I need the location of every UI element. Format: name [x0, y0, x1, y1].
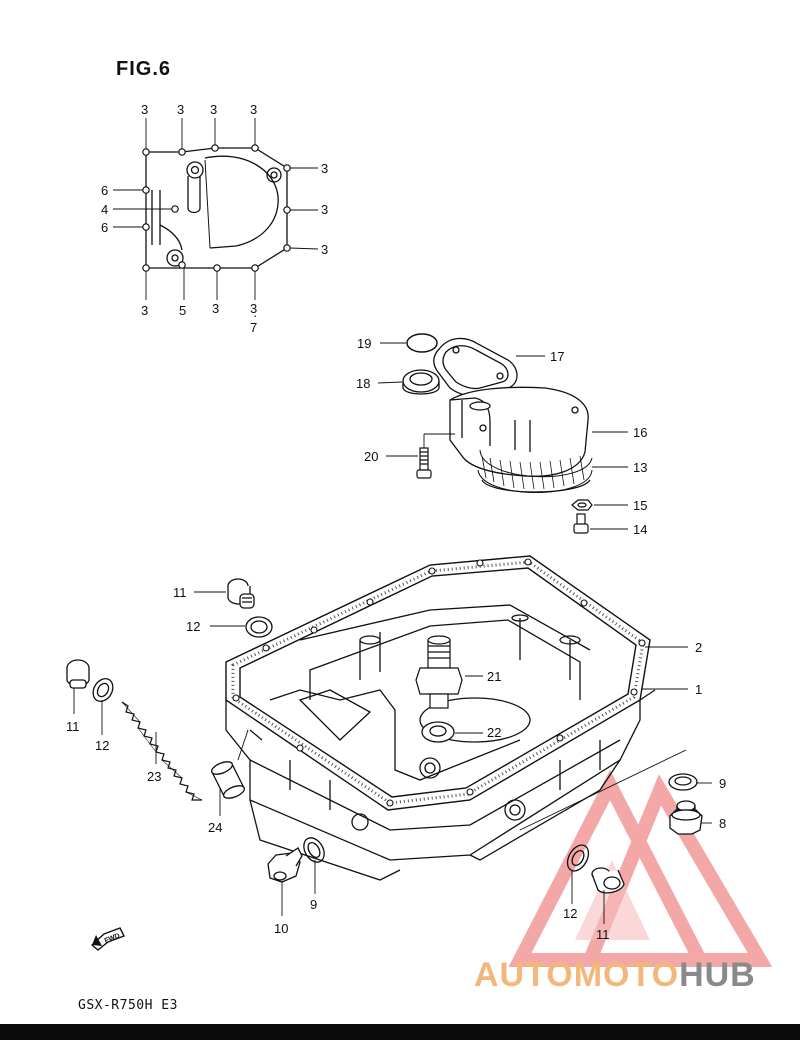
callout-19: 19 — [357, 336, 371, 351]
callout-14: 14 — [633, 522, 647, 537]
callout-23: 23 — [147, 769, 161, 784]
callout-3: 3 — [141, 303, 148, 318]
callout-3: 3 — [321, 202, 328, 217]
watermark-logo — [508, 769, 773, 967]
spring-23 — [121, 701, 203, 801]
callout-18: 18 — [356, 376, 370, 391]
plug-11-left — [66, 659, 90, 689]
crankcase-cover — [145, 147, 288, 269]
callout-1: 1 — [695, 682, 702, 697]
callout-20: 20 — [364, 449, 378, 464]
callout-3: 3 — [177, 102, 184, 117]
bottom-bar — [0, 1024, 800, 1040]
oil-strainer-16 — [449, 386, 589, 477]
callout-13: 13 — [633, 460, 647, 475]
drain-plug-8 — [669, 800, 703, 835]
pan-leader-lines — [237, 646, 688, 831]
callout-3: 3 — [321, 161, 328, 176]
figure-title: FIG.6 — [116, 58, 172, 80]
callout-17: 17 — [550, 349, 564, 364]
callout-22: 22 — [487, 725, 501, 740]
callout-9: 9 — [719, 776, 726, 791]
callout-separator: · — [253, 308, 257, 323]
cover-bolts — [142, 144, 291, 272]
washer-12-upper — [245, 616, 273, 638]
callout-11: 11 — [66, 719, 80, 734]
washer-12-left — [92, 678, 114, 702]
right-leader-lines — [571, 782, 712, 924]
callout-11: 11 — [173, 585, 187, 600]
nut-15 — [571, 499, 593, 511]
callout-6: 6 — [101, 220, 108, 235]
callout-16: 16 — [633, 425, 647, 440]
callout-9: 9 — [310, 897, 317, 912]
callout-10: 10 — [274, 921, 288, 936]
o-ring-19 — [406, 333, 438, 353]
seal-18 — [402, 369, 440, 395]
callout-7: 7 — [250, 320, 257, 335]
callout-15: 15 — [633, 498, 647, 513]
callout-3: 3 — [212, 301, 219, 316]
gasket-holes — [232, 558, 646, 807]
callout-3: 3 — [250, 102, 257, 117]
bolt-20 — [416, 447, 432, 479]
washer-12-right — [566, 844, 590, 872]
washer-9-right — [668, 773, 698, 791]
callout-8: 8 — [719, 816, 726, 831]
watermark-brand-text: AUTOMOTOHUB — [474, 956, 756, 995]
callout-3: 3 — [321, 242, 328, 257]
bolt-14 — [573, 513, 589, 534]
plug-11-upper — [227, 578, 255, 609]
callout-2: 2 — [695, 640, 702, 655]
oil-pan-1 — [225, 604, 656, 881]
cover-leader-lines — [113, 118, 319, 300]
callout-11: 11 — [596, 927, 610, 942]
callout-3: 3 — [141, 102, 148, 117]
callout-4: 4 — [101, 202, 108, 217]
callout-3: 3 — [250, 301, 257, 316]
oil-pressure-switch-21 — [415, 635, 463, 709]
watermark-text-part1: AUTOMOTO — [474, 956, 680, 994]
washer-22 — [421, 721, 455, 743]
model-code: GSX-R750H E3 — [78, 998, 178, 1013]
fwd-arrow-icon: FWD — [90, 927, 125, 951]
plug-11-right — [591, 867, 625, 894]
callout-12: 12 — [186, 619, 200, 634]
callout-3: 3 — [210, 102, 217, 117]
strainer-leader-lines — [377, 342, 628, 530]
callout-6: 6 — [101, 183, 108, 198]
drain-plug-10 — [267, 847, 303, 883]
gasket-dotted-fill — [231, 560, 645, 805]
callout-24: 24 — [208, 820, 222, 835]
callout-21: 21 — [487, 669, 501, 684]
callout-12: 12 — [95, 738, 109, 753]
washer-9-left — [303, 837, 325, 863]
callout-5: 5 — [179, 303, 186, 318]
strainer-screen-13 — [477, 449, 593, 493]
watermark-text-part2: HUB — [679, 956, 756, 994]
valve-24 — [210, 761, 246, 799]
callout-12: 12 — [563, 906, 577, 921]
